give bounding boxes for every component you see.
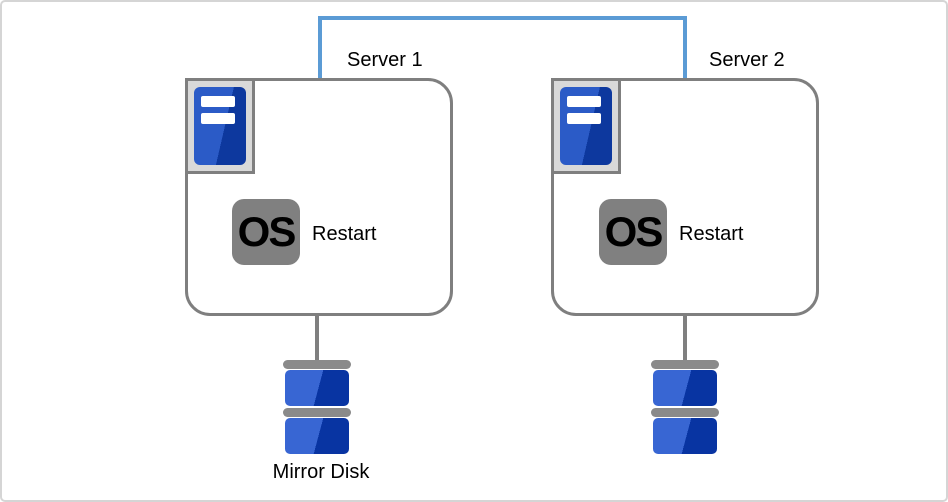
mirror-disk-label: Mirror Disk	[272, 461, 370, 483]
disk-cap	[283, 360, 351, 369]
server1-restart-label: Restart	[312, 223, 377, 245]
server2-disk-connector-line	[683, 315, 687, 360]
server-tower-icon	[560, 87, 612, 165]
disk-separator	[283, 408, 351, 417]
server2-os-badge-icon: OS	[599, 199, 667, 265]
server1-os-badge-icon: OS	[232, 199, 300, 265]
tower-slot-icon	[567, 96, 601, 107]
disk-separator	[651, 408, 719, 417]
disk-platter	[285, 418, 349, 454]
disk-platter	[653, 418, 717, 454]
tower-slot-icon	[201, 113, 235, 124]
server1-disk-connector-line	[315, 315, 319, 360]
server1-icon-frame	[185, 78, 255, 174]
disk-platter	[285, 370, 349, 406]
tower-slot-icon	[567, 113, 601, 124]
server2-mirror-disk-icon	[651, 360, 719, 454]
disk-platter	[653, 370, 717, 406]
server2-restart-label: Restart	[679, 223, 744, 245]
server1-label: Server 1	[347, 49, 423, 71]
tower-slot-icon	[201, 96, 235, 107]
server-tower-icon	[194, 87, 246, 165]
server1-mirror-disk-icon	[283, 360, 351, 454]
heartbeat-connector-line	[318, 16, 687, 79]
disk-cap	[651, 360, 719, 369]
server2-label: Server 2	[709, 49, 785, 71]
server2-icon-frame	[551, 78, 621, 174]
